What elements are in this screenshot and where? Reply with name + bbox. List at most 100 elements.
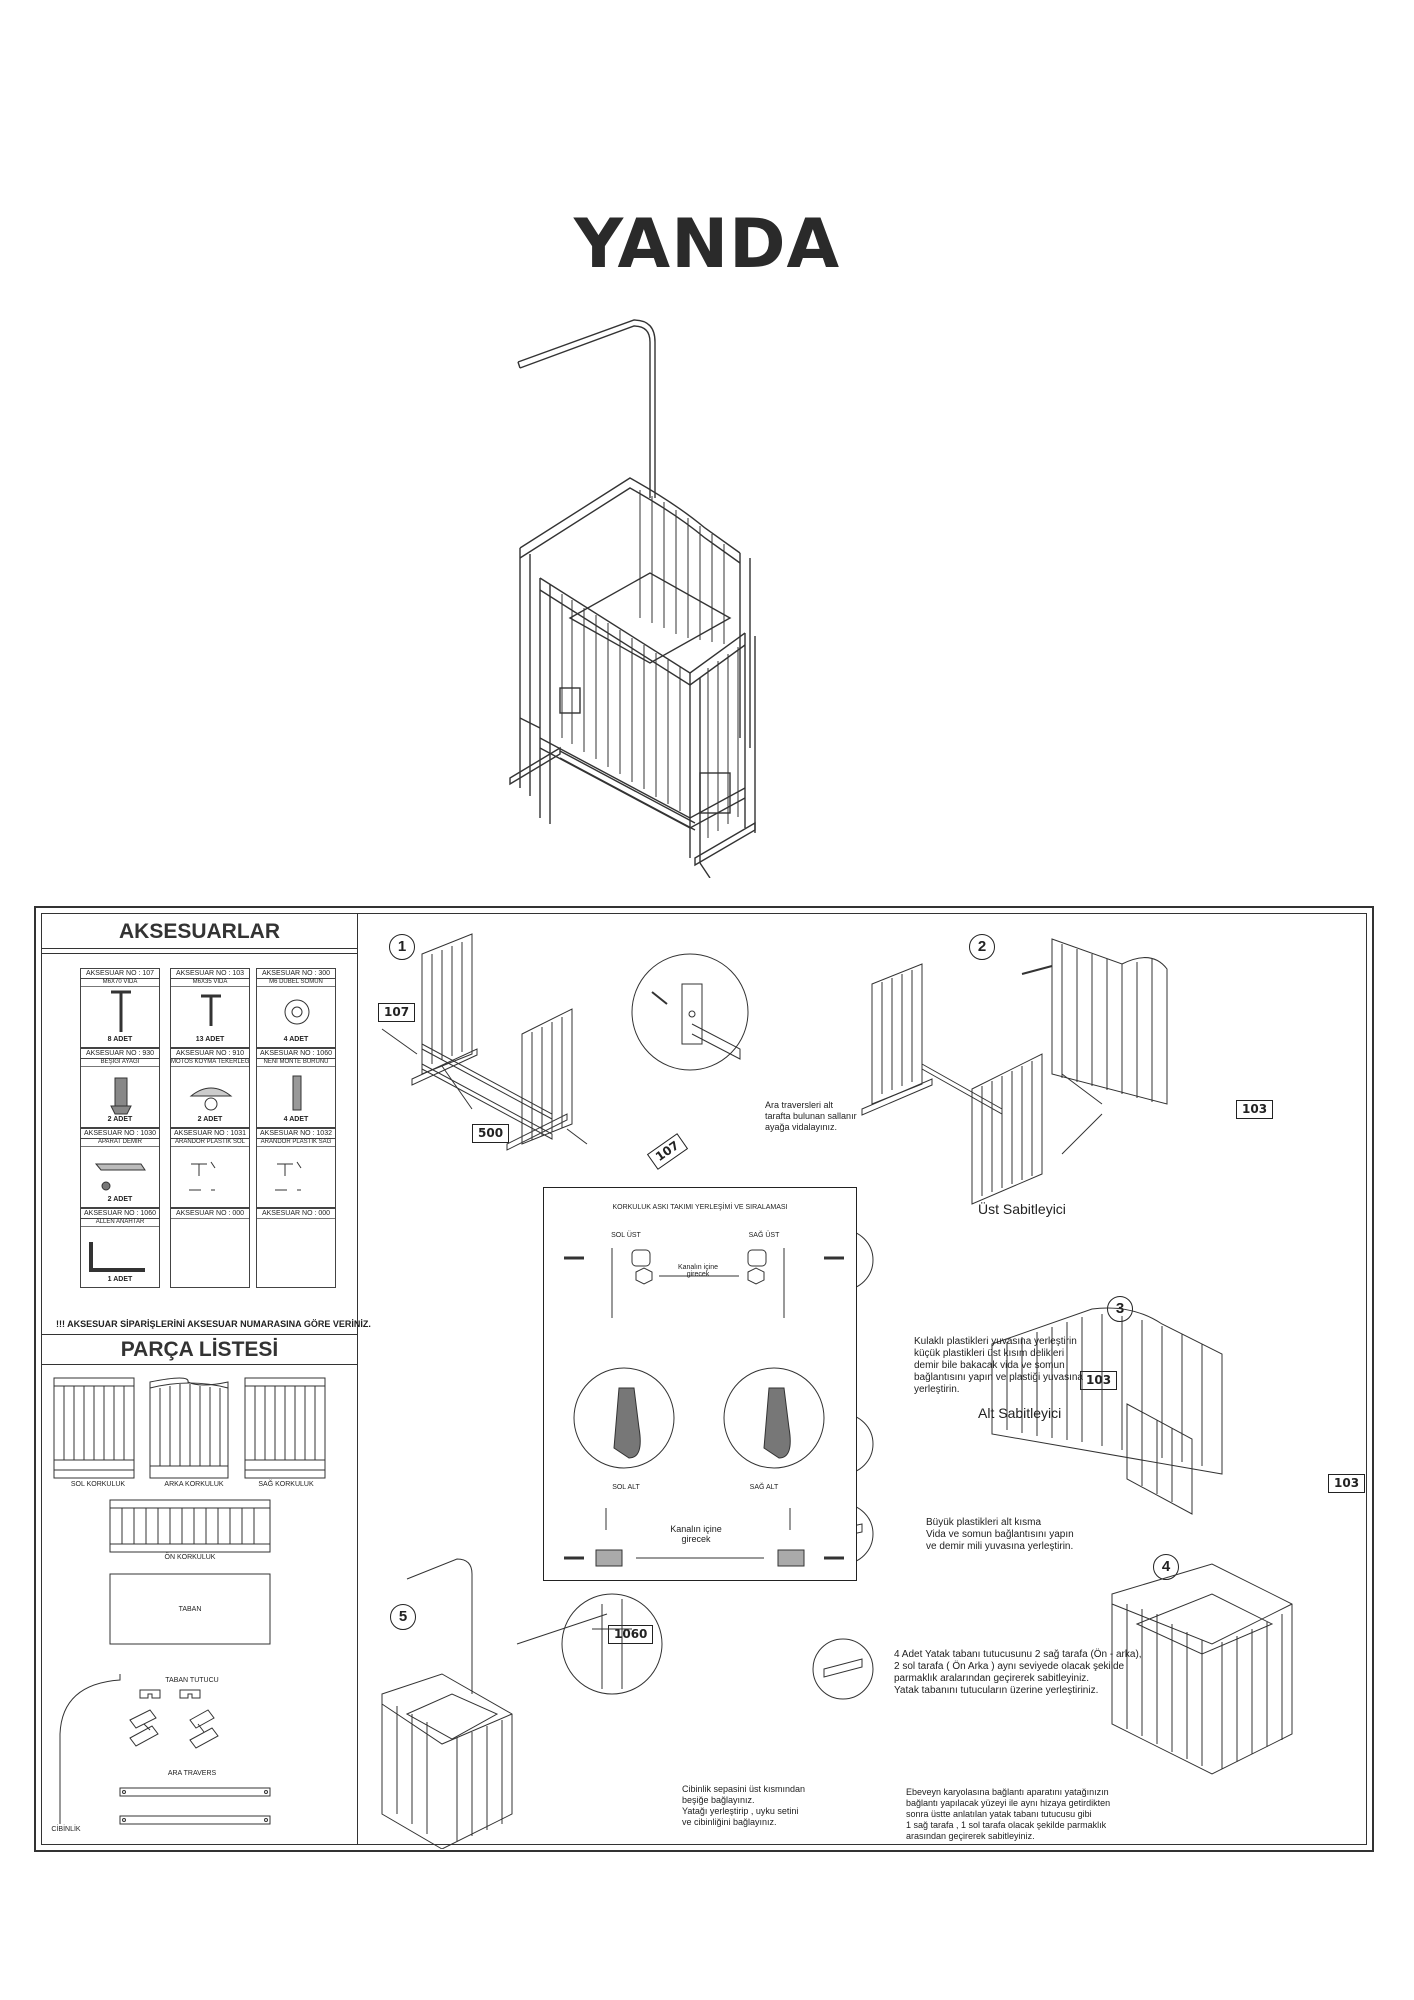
parts-heading: PARÇA LİSTESİ	[120, 1338, 279, 1361]
accessory-number: AKSESUAR NO : 910	[171, 1049, 249, 1059]
part-tag: 103	[1328, 1474, 1366, 1493]
short-bolt-icon	[201, 994, 221, 1026]
step-5-diagram	[381, 1558, 513, 1849]
step-1-marker: 1	[389, 934, 415, 960]
label-channel-bottom: Kanalın içine girecek	[670, 1524, 722, 1544]
back-rail-part	[149, 1377, 229, 1479]
accessory-count: 4 ADET	[283, 1036, 309, 1043]
accessory-number: AKSESUAR NO : 1060	[257, 1049, 335, 1059]
canopy-pole-part	[59, 1674, 121, 1824]
divider	[42, 948, 357, 949]
step-5-marker: 5	[390, 1604, 416, 1630]
accessory-count: 1 ADET	[107, 1276, 133, 1283]
step-4-diagram	[1111, 1563, 1293, 1775]
accessory-name	[171, 1218, 249, 1219]
accessory-count: 2 ADET	[197, 1116, 223, 1123]
part-label: TABAN	[178, 1606, 202, 1613]
accessory-count: 8 ADET	[107, 1036, 133, 1043]
accessory-number: AKSESUAR NO : 300	[257, 969, 335, 979]
mattress-base-part	[109, 1573, 271, 1645]
caster-wheel-icon	[189, 1087, 233, 1111]
accessory-count: 4 ADET	[283, 1116, 309, 1123]
label-right-bottom: SAĞ ALT	[749, 1484, 779, 1491]
label-left-bottom: SOL ALT	[612, 1484, 640, 1491]
accessory-card: AKSESUAR NO : 000	[170, 1208, 250, 1288]
cross-bar-part	[119, 1815, 271, 1825]
accessory-count: 2 ADET	[107, 1196, 133, 1203]
right-rail-part	[244, 1377, 326, 1479]
step-2-marker: 2	[969, 934, 995, 960]
accessory-name: ARANDOR PLASTİK SAĞ	[257, 1138, 335, 1147]
plastic-left-icon	[189, 1161, 216, 1191]
left-rail-part	[53, 1377, 135, 1479]
divider	[42, 1364, 357, 1365]
part-tag: 107	[378, 1003, 416, 1022]
accessory-name: NENİ MONTE BURUNU	[257, 1058, 335, 1067]
accessory-name: M6X70 VİDA	[81, 978, 159, 987]
label-left-top: SOL ÜST	[611, 1232, 641, 1239]
rail-hanger-drawing	[564, 1248, 844, 1567]
document-title: YANDA	[573, 205, 841, 284]
accessory-name: ALLEN ANAHTAR	[81, 1218, 159, 1227]
dowel-nut-icon	[284, 999, 310, 1025]
part-tag: 103	[1236, 1100, 1274, 1119]
part-label: CİBİNLİK	[51, 1826, 81, 1833]
long-bolt-icon	[111, 990, 131, 1032]
step-2-diagram	[861, 938, 1168, 1205]
upper-fixer-heading: Üst Sabitleyici	[978, 1201, 1066, 1217]
accessory-name: BEŞİĞİ AYAĞI	[81, 1058, 159, 1067]
order-note: !!! AKSESUAR SİPARİŞLERİNİ AKSESUAR NUMA…	[56, 1319, 371, 1329]
rail-hanger-title: KORKULUK ASKI TAKIMI YERLEŞİMİ VE SIRALA…	[612, 1204, 788, 1211]
detail-magnifier	[812, 1638, 874, 1700]
front-rail-part	[109, 1499, 271, 1553]
accessory-name: MOTOS KOYMA TEKERLEĞİ	[171, 1059, 249, 1067]
part-label: ARA TRAVERS	[167, 1770, 217, 1777]
accessories-heading: AKSESUARLAR	[118, 920, 280, 943]
accessory-count: 2 ADET	[107, 1116, 133, 1123]
accessory-name	[257, 1218, 335, 1219]
accessory-name: M6 DÜBEL SOMUN	[257, 978, 335, 987]
accessory-number: AKSESUAR NO : 1031	[171, 1129, 249, 1139]
step-1-diagram	[381, 933, 588, 1151]
part-label: ARKA KORKULUK	[164, 1481, 224, 1488]
plastic-right-icon	[275, 1161, 302, 1191]
lower-fixer-heading: Alt Sabitleyici	[978, 1405, 1062, 1421]
assembly-diagrams	[381, 933, 1293, 1849]
base-holder-part	[129, 1689, 219, 1749]
accessory-number: AKSESUAR NO : 1032	[257, 1129, 335, 1139]
part-label: TABAN TUTUCU	[165, 1677, 219, 1684]
parts-drawings	[53, 1377, 326, 1825]
accessory-number: AKSESUAR NO : 930	[81, 1049, 159, 1059]
step-3-diagram	[991, 1307, 1223, 1515]
iron-bracket-icon	[94, 1163, 146, 1191]
label-right-top: SAĞ ÜST	[748, 1232, 780, 1239]
accessory-card: AKSESUAR NO : 000	[256, 1208, 336, 1288]
note-ara-travers: Ara traversleri alt tarafta bulunan sall…	[765, 1100, 857, 1132]
label-channel-top: Kanalın içine girecek	[677, 1264, 719, 1278]
divider	[42, 953, 357, 954]
note-lower-fixer: Büyük plastikleri alt kısma Vida ve somu…	[926, 1517, 1074, 1552]
rail-hanger-diagram: KORKULUK ASKI TAKIMI YERLEŞİMİ VE SIRALA…	[543, 1187, 857, 1581]
accessory-name: APARAT DEMİR	[81, 1138, 159, 1147]
accessory-name: ARANDOR PLASTİK SOL	[171, 1138, 249, 1147]
part-tag: 500	[472, 1124, 510, 1143]
accessory-number: AKSESUAR NO : 1060	[81, 1209, 159, 1219]
detail-magnifier	[631, 953, 749, 1071]
step-4-marker: 4	[1153, 1554, 1179, 1580]
divider	[42, 1334, 357, 1335]
accessory-name: M6X35 VİDA	[171, 978, 249, 987]
accessory-count: 13 ADET	[195, 1036, 225, 1043]
accessory-number: AKSESUAR NO : 107	[81, 969, 159, 979]
accessory-number: AKSESUAR NO : 1030	[81, 1129, 159, 1139]
allen-key-icon	[89, 1242, 145, 1272]
